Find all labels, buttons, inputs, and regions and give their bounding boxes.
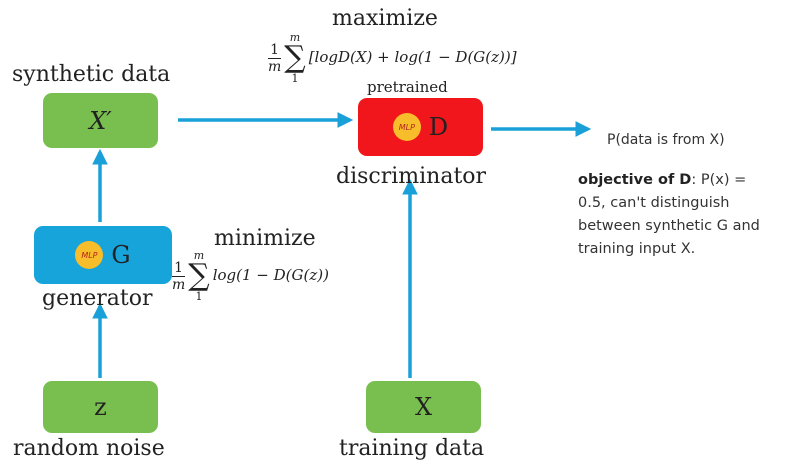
- output-probability: P(data is from X): [607, 132, 725, 148]
- minimize-formula-body: log(1 − D(G(z)): [212, 266, 329, 284]
- generator-label: generator: [42, 286, 153, 311]
- objective-body: : P(x) = 0.5, can't distinguish between …: [578, 172, 760, 257]
- mlp-icon: MLP: [75, 241, 104, 269]
- maximize-formula: 1 m m ∑ 1 [logD(X) + log(1 − D(G(z))]: [268, 32, 517, 84]
- minimize-sum-symbol: m ∑ 1: [188, 249, 210, 303]
- minimize-label: minimize: [214, 226, 316, 251]
- synthetic-data-label: synthetic data: [12, 62, 171, 87]
- maximize-fraction: 1 m: [268, 41, 282, 75]
- training-data-box: X: [366, 381, 481, 433]
- minimize-fraction: 1 m: [172, 259, 186, 293]
- synthetic-data-box: X′: [43, 93, 158, 148]
- discriminator-box: MLP D: [358, 98, 483, 156]
- random-noise-label: random noise: [13, 436, 165, 461]
- generator-box: MLP G: [34, 226, 172, 284]
- maximize-sum-symbol: m ∑ 1: [284, 31, 306, 85]
- training-data-label: training data: [339, 436, 485, 461]
- discriminator-label: discriminator: [336, 164, 487, 189]
- mlp-icon: MLP: [392, 113, 421, 141]
- minimize-formula: 1 m m ∑ 1 log(1 − D(G(z)): [172, 250, 329, 302]
- maximize-formula-body: [logD(X) + log(1 − D(G(z))]: [308, 48, 517, 66]
- pretrained-label: pretrained: [367, 78, 448, 96]
- maximize-label: maximize: [332, 6, 438, 31]
- objective-title: objective of D: [578, 172, 692, 188]
- noise-box: z: [43, 381, 158, 433]
- objective-text: objective of D: P(x) = 0.5, can't distin…: [578, 169, 778, 261]
